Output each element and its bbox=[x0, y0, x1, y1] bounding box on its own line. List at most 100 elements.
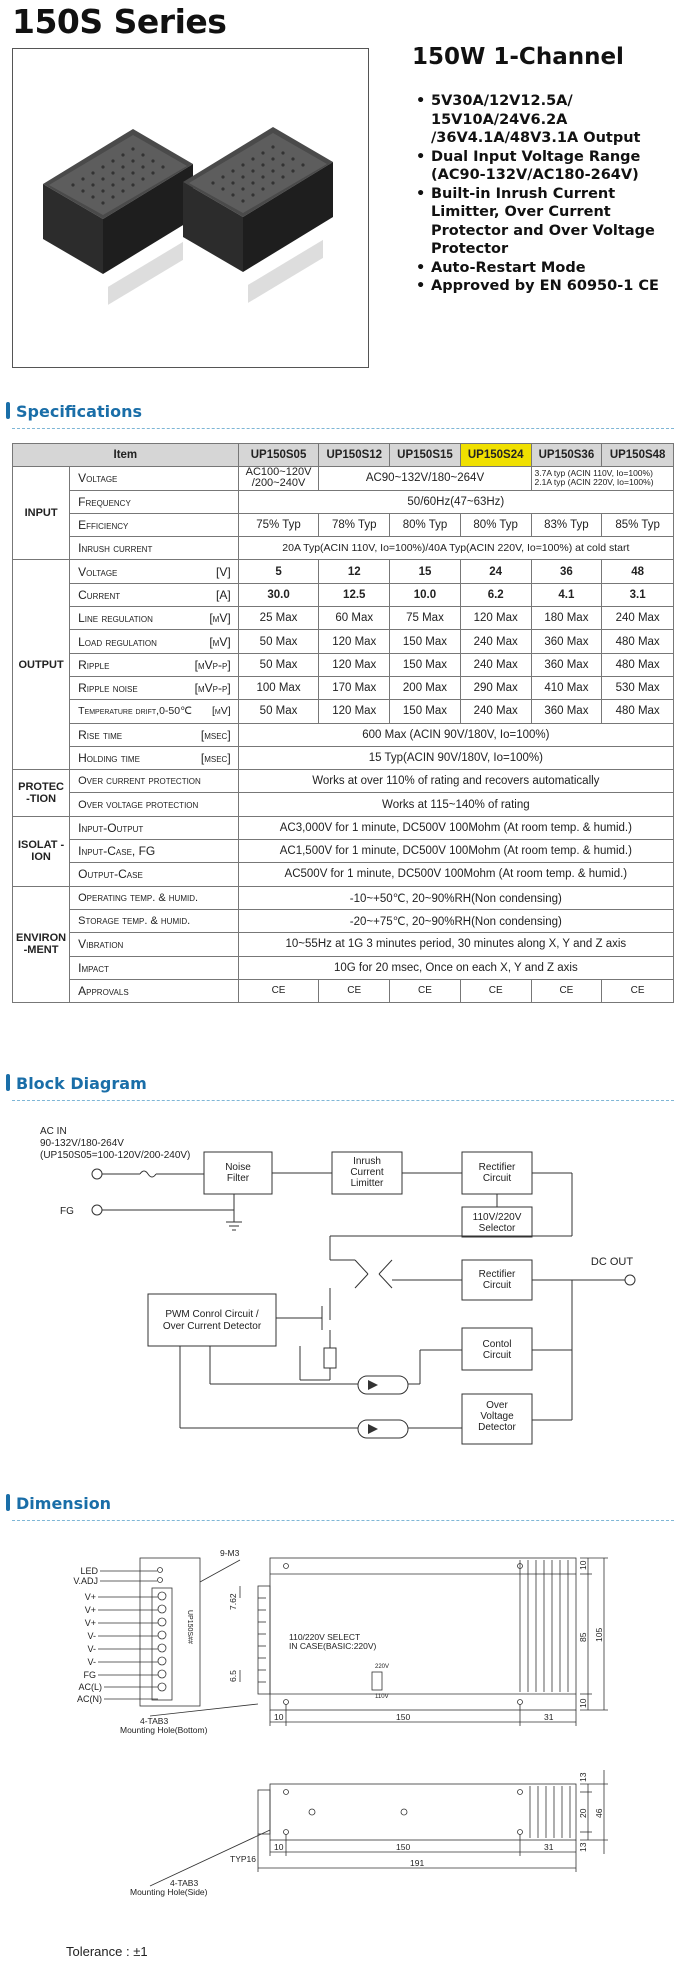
row-label: Efficiency bbox=[69, 512, 239, 538]
svg-text:AC(L): AC(L) bbox=[78, 1682, 102, 1692]
label-ac-in: AC IN bbox=[40, 1126, 67, 1137]
row-label: Line regulation[mV] bbox=[69, 606, 239, 631]
svg-text:V+: V+ bbox=[85, 1605, 96, 1615]
table-row: Vibration 10~55Hz at 1G 3 minutes period… bbox=[13, 932, 675, 957]
row-label: Output-Case bbox=[69, 862, 239, 887]
svg-text:LED: LED bbox=[80, 1566, 98, 1576]
feature-item: 5V30A/12V12.5A/ 15V10A/24V6.2A /36V4.1A/… bbox=[416, 92, 678, 148]
cell: -20~+75℃, 20~90%RH(Non condensing) bbox=[237, 908, 675, 934]
cell: 120 Max bbox=[318, 652, 391, 677]
table-row: Output-Case AC500V for 1 minute, DC500V … bbox=[13, 862, 675, 887]
cell: 83% Typ bbox=[530, 512, 603, 538]
section-divider bbox=[12, 428, 674, 429]
table-row: Load regulation[mV] 50 Max 120 Max 150 M… bbox=[13, 629, 674, 654]
row-label: Operating temp. & humid. bbox=[69, 885, 239, 910]
label-fg: FG bbox=[60, 1206, 74, 1217]
table-row: ISOLAT - ION Input-Output AC3,000V for 1… bbox=[11, 815, 675, 887]
svg-text:AC(N): AC(N) bbox=[77, 1694, 102, 1704]
label-ac-note: (UP150S05=100-120V/200-240V) bbox=[40, 1150, 190, 1161]
cell: 3.1 bbox=[601, 582, 674, 608]
cell: 15 Typ(ACIN 90V/180V, Io=100%) bbox=[237, 745, 675, 771]
cell: 75 Max bbox=[389, 606, 461, 631]
row-label: Ripple noise[mVp-p] bbox=[69, 675, 239, 701]
table-row: Current[A] 30.0 12.5 10.0 6.2 4.1 3.1 bbox=[13, 582, 674, 608]
svg-text:220V: 220V bbox=[375, 1664, 389, 1670]
cell: 360 Max bbox=[530, 629, 603, 654]
table-row: Holding time[msec] 15 Typ(ACIN 90V/180V,… bbox=[13, 745, 675, 771]
cell: 120 Max bbox=[318, 629, 391, 654]
row-label: Holding time[msec] bbox=[69, 745, 239, 771]
dimension-drawing: LED V.ADJ V+ V+ V+ V- V- V- FG AC(L) AC(… bbox=[73, 1548, 608, 1897]
svg-text:10: 10 bbox=[274, 1712, 284, 1722]
feature-list: 5V30A/12V12.5A/ 15V10A/24V6.2A /36V4.1A/… bbox=[416, 92, 678, 296]
section-heading-specifications: Specifications bbox=[6, 402, 142, 421]
svg-text:105: 105 bbox=[594, 1628, 604, 1642]
cell: 10~55Hz at 1G 3 minutes period, 30 minut… bbox=[237, 932, 675, 957]
cell: Works at over 110% of rating and recover… bbox=[237, 769, 675, 794]
product-photo bbox=[12, 48, 369, 368]
cell: 6.2 bbox=[459, 582, 532, 608]
cell: 100 Max bbox=[237, 675, 320, 701]
cell: 150 Max bbox=[389, 699, 461, 724]
svg-text:13: 13 bbox=[578, 1772, 588, 1782]
svg-text:V.ADJ: V.ADJ bbox=[73, 1576, 98, 1586]
table-row: Storage temp. & humid. -20~+75℃, 20~90%R… bbox=[13, 908, 675, 934]
section-heading-dimension: Dimension bbox=[6, 1494, 111, 1513]
table-header-row: Item UP150S05 UP150S12 UP150S15 UP150S24… bbox=[12, 442, 674, 468]
svg-text:TYP16: TYP16 bbox=[230, 1854, 256, 1864]
dc-out-label: DC OUT bbox=[591, 1256, 633, 1268]
table-header-item: Item bbox=[12, 442, 239, 468]
svg-text:10: 10 bbox=[578, 1560, 588, 1570]
table-row: Over voltage protection Works at 115~140… bbox=[13, 792, 675, 817]
table-row: Temperature drift,0-50℃[mV] 50 Max 120 M… bbox=[13, 699, 674, 724]
ce-mark-cell: CE bbox=[389, 978, 461, 1004]
cell: 180 Max bbox=[530, 606, 603, 631]
cell: 50 Max bbox=[237, 629, 320, 654]
svg-text:150: 150 bbox=[396, 1712, 410, 1722]
svg-text:110V: 110V bbox=[375, 1694, 389, 1700]
group-label-protection: PROTEC -TION bbox=[11, 769, 71, 817]
svg-text:150: 150 bbox=[396, 1842, 410, 1852]
feature-item: Auto-Restart Mode bbox=[416, 259, 678, 278]
cell: AC1,500V for 1 minute, DC500V 100Mohm (A… bbox=[237, 839, 675, 864]
table-row: Ripple[mVp-p] 50 Max 120 Max 150 Max 240… bbox=[13, 652, 674, 677]
cell: 75% Typ bbox=[237, 512, 320, 538]
cell: 120 Max bbox=[318, 699, 391, 724]
table-row: PROTEC -TION Over current protection Wor… bbox=[11, 769, 675, 817]
product-subtitle: 150W 1-Channel bbox=[412, 44, 624, 70]
specifications-table: Item UP150S05 UP150S12 UP150S15 UP150S24… bbox=[11, 442, 675, 1004]
cell: 10G for 20 msec, Once on each X, Y and Z… bbox=[237, 955, 675, 980]
table-row: Impact 10G for 20 msec, Once on each X, … bbox=[13, 955, 675, 980]
cell: 36 bbox=[530, 559, 603, 584]
cell: 360 Max bbox=[530, 652, 603, 677]
cell: 240 Max bbox=[459, 652, 532, 677]
svg-text:6.5: 6.5 bbox=[228, 1670, 238, 1682]
svg-text:85: 85 bbox=[578, 1632, 588, 1642]
cell: 50 Max bbox=[237, 699, 320, 724]
row-label: Current[A] bbox=[69, 582, 239, 608]
cell: 80% Typ bbox=[389, 512, 461, 538]
cell: 85% Typ bbox=[601, 512, 674, 538]
row-label: Over voltage protection bbox=[69, 792, 239, 817]
cell: AC100~120V /200~240V bbox=[237, 466, 320, 491]
row-label: Input-Output bbox=[69, 815, 239, 841]
row-label: Over current protection bbox=[69, 769, 239, 794]
cell: 200 Max bbox=[389, 675, 461, 701]
cell: 24 bbox=[459, 559, 532, 584]
feature-item: Dual Input Voltage Range (AC90-132V/AC18… bbox=[416, 148, 678, 185]
cell: 4.1 bbox=[530, 582, 603, 608]
svg-text:20: 20 bbox=[578, 1808, 588, 1818]
group-label-isolation: ISOLAT - ION bbox=[11, 815, 71, 887]
cell: 240 Max bbox=[459, 629, 532, 654]
row-label: Inrush current bbox=[69, 536, 239, 561]
cell-note: 3.7A typ (ACIN 110V, Io=100%)2.1A typ (A… bbox=[530, 466, 675, 491]
svg-text:46: 46 bbox=[594, 1808, 604, 1818]
group-label-input: INPUT bbox=[11, 466, 71, 561]
ce-mark-cell: CE bbox=[601, 978, 674, 1004]
cell: 78% Typ bbox=[318, 512, 391, 538]
table-header-model: UP150S12 bbox=[318, 442, 391, 468]
